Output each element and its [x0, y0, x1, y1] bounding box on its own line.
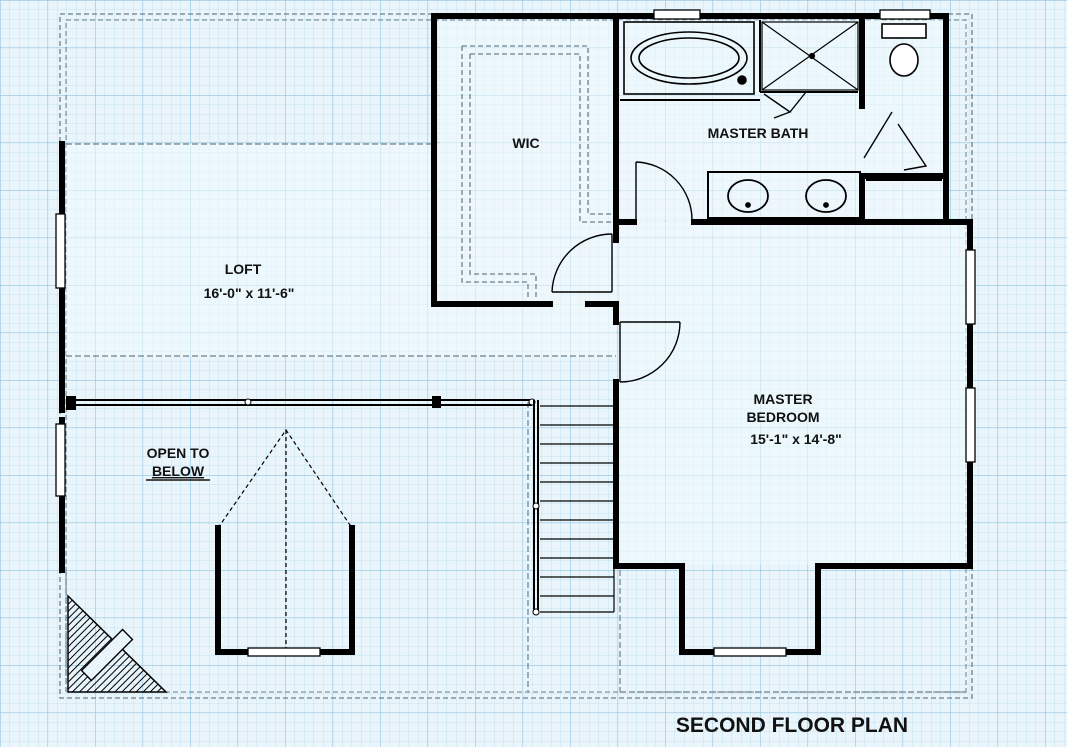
thin-walls: [620, 20, 942, 219]
master-bath-label: MASTER BATH: [708, 125, 809, 141]
railing: [66, 396, 540, 616]
windows: [55, 9, 976, 657]
plan-title: SECOND FLOOR PLAN: [676, 714, 908, 737]
open-to-below-line1: OPEN TO: [147, 445, 210, 461]
open-to-below-line2: BELOW: [152, 463, 205, 479]
master-bedroom-label-line1: MASTER: [753, 391, 812, 407]
loft-dimensions: 16'-0" x 11'-6": [204, 285, 295, 301]
dashed-lines: [65, 143, 966, 693]
wic-shelves: [461, 45, 612, 298]
loft-label: LOFT: [225, 261, 262, 277]
fireplace-corner: [67, 594, 168, 693]
wic-label: WIC: [512, 135, 539, 151]
master-bedroom-dimensions: 15'-1" x 14'-8": [750, 431, 842, 447]
bathtub: [623, 21, 755, 95]
vanity-sinks: [727, 179, 847, 213]
doors: [551, 91, 928, 383]
toilet: [881, 23, 927, 77]
stairs: [540, 404, 615, 613]
master-bedroom-label-line2: BEDROOM: [746, 409, 819, 425]
shower: [761, 21, 859, 91]
bay-outline: [217, 428, 353, 648]
